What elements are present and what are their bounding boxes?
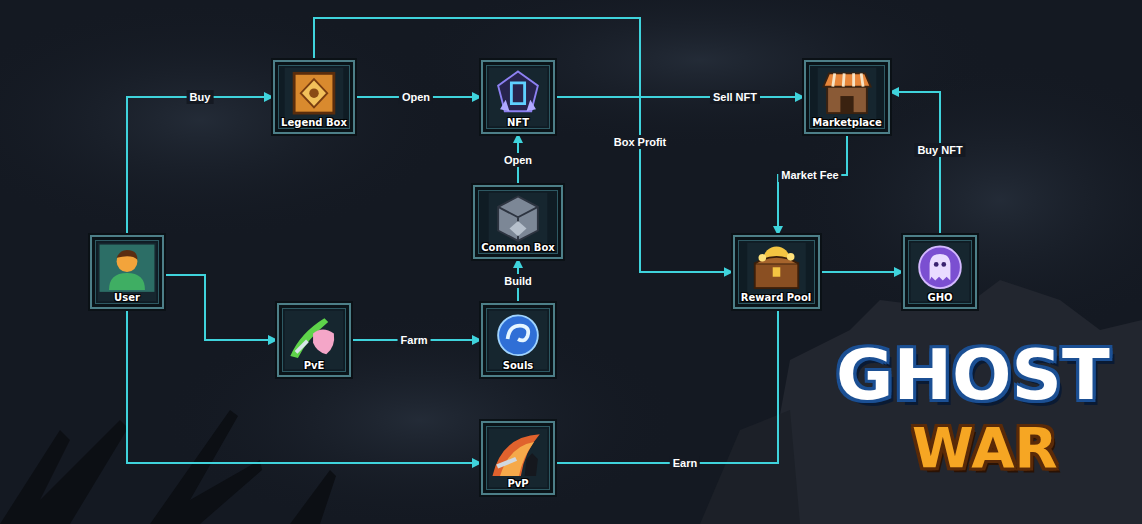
building-silhouette xyxy=(760,280,1142,524)
flow-connector xyxy=(555,309,778,463)
market-icon xyxy=(823,73,870,113)
logo-text: GHOST xyxy=(836,340,1110,410)
flow-connector xyxy=(890,92,940,235)
edge-label: Farm xyxy=(398,333,431,347)
pvp-icon xyxy=(492,434,539,476)
node-label: Legend Box xyxy=(279,117,349,128)
icon-box: Legend Box xyxy=(273,60,355,134)
edge-label: Open xyxy=(399,90,433,104)
flow-connector xyxy=(164,275,277,340)
flow-connector xyxy=(127,309,481,463)
icon-box: GHO xyxy=(903,235,977,309)
pve-icon xyxy=(290,318,334,358)
icon-box: User xyxy=(90,235,164,309)
legend-icon xyxy=(294,73,334,113)
common-icon xyxy=(498,196,538,240)
souls-icon xyxy=(498,315,538,355)
edge-label: Earn xyxy=(670,456,700,470)
edge-label: Buy xyxy=(187,90,214,104)
flow-connector xyxy=(555,96,804,98)
icon-box: PvP xyxy=(481,421,555,495)
icon-box: Common Box xyxy=(473,185,563,259)
smoke xyxy=(0,0,460,240)
flow-connector xyxy=(778,134,847,235)
node-label: Souls xyxy=(501,360,536,371)
thorn-branches xyxy=(0,410,336,524)
edge-label: Open xyxy=(501,153,535,167)
edge-label: Buy NFT xyxy=(914,143,965,157)
gho-icon xyxy=(919,246,961,288)
icon-box: Reward Pool xyxy=(733,235,820,309)
flow-connector xyxy=(314,18,733,272)
node-label: Common Box xyxy=(479,242,556,253)
node-label: Reward Pool xyxy=(739,292,814,303)
flow-connector xyxy=(127,97,273,235)
smoke xyxy=(160,310,680,524)
node-label: NFT xyxy=(505,117,531,128)
icon-box: PvE xyxy=(277,303,351,377)
reward-icon xyxy=(754,246,798,288)
node-label: PvP xyxy=(505,478,530,489)
icon-box: Marketplace xyxy=(804,60,890,134)
icon-box: NFT xyxy=(481,60,555,134)
user-icon xyxy=(100,245,155,292)
node-label: PvE xyxy=(302,360,327,371)
edge-label: Sell NFT xyxy=(710,90,760,104)
icon-box: Souls xyxy=(481,303,555,377)
flow-connector xyxy=(820,271,904,273)
edge-label: Market Fee xyxy=(778,168,841,182)
edge-label: Build xyxy=(501,274,535,288)
building-silhouette xyxy=(700,410,800,524)
edge-label: Box Profit xyxy=(611,135,670,149)
smoke xyxy=(780,60,1142,340)
nft-icon xyxy=(498,71,538,111)
node-label: Marketplace xyxy=(810,117,884,128)
logo-text: WAR xyxy=(912,420,1058,476)
node-label: User xyxy=(112,292,142,303)
node-label: GHO xyxy=(925,292,954,303)
